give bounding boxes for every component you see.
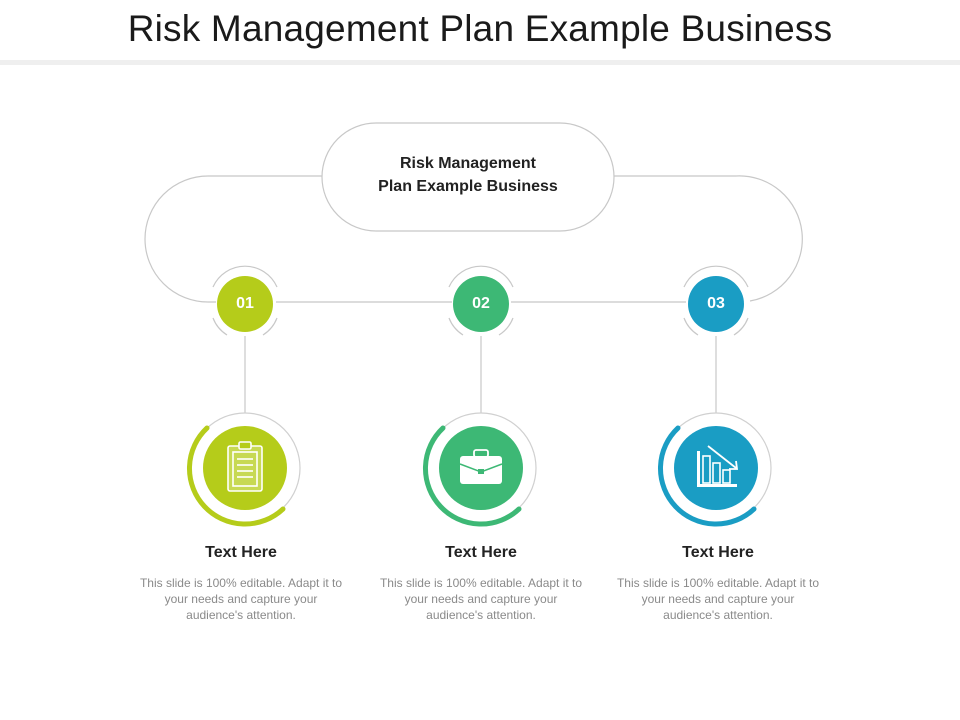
center-pill-line-2: Plan Example Business <box>378 178 558 195</box>
bar-chart-decline-icon <box>697 445 739 487</box>
step-1-title: Text Here <box>205 544 277 561</box>
briefcase-icon <box>459 449 503 484</box>
step-2-badge <box>448 265 514 336</box>
step-1-description: This slide is 100% editable. Adapt it to… <box>139 576 343 622</box>
step-2-number: 02 <box>472 295 490 312</box>
center-pill-line-1: Risk Management <box>399 155 537 172</box>
center-pill-label: Risk Management Plan Example Business <box>322 152 614 198</box>
step-3-number: 03 <box>707 295 725 312</box>
title-divider <box>0 60 960 65</box>
step-1-badge <box>212 265 278 336</box>
step-3-description: This slide is 100% editable. Adapt it to… <box>616 576 820 622</box>
connector-loop-right <box>613 175 803 302</box>
step-1-icon-circle <box>187 412 301 527</box>
step-2-description: This slide is 100% editable. Adapt it to… <box>379 576 583 622</box>
step-3-badge <box>683 265 749 336</box>
clipboard-icon <box>227 441 263 492</box>
step-3-icon-circle <box>658 412 772 527</box>
step-3-title: Text Here <box>682 544 754 561</box>
center-pill <box>321 122 615 232</box>
slide-title: Risk Management Plan Example Business <box>127 8 833 49</box>
connector-loop <box>144 175 323 303</box>
step-1-number: 01 <box>236 295 254 312</box>
step-2-title: Text Here <box>445 544 517 561</box>
